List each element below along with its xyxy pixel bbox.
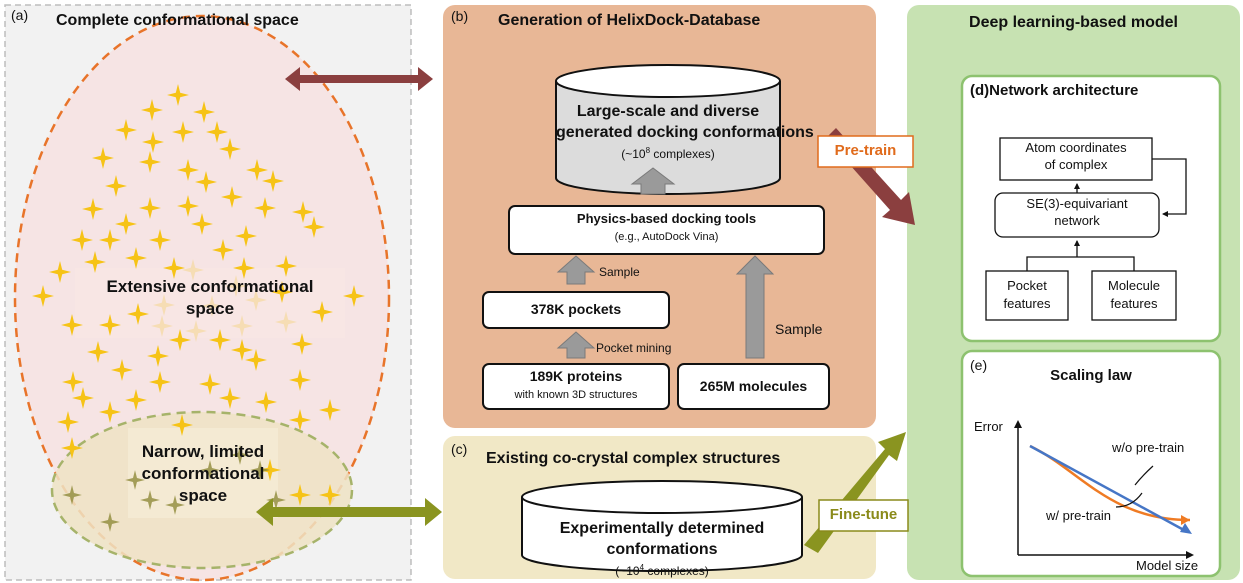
db-count-suffix: complexes) xyxy=(650,146,715,161)
molecule-features-label: Molecule features xyxy=(1092,277,1176,312)
pocket-mining-label: Pocket mining xyxy=(596,341,672,355)
pocket-line-1: Pocket xyxy=(1007,278,1047,293)
wo-pretrain-pointer xyxy=(1134,465,1154,486)
narrow-label-backdrop xyxy=(128,428,278,518)
database-count: (~108 complexes) xyxy=(556,146,780,163)
pockets-to-tools-arrow xyxy=(556,255,596,285)
extensive-line-1: Extensive conformational xyxy=(106,277,314,296)
narrow-line-3: space xyxy=(178,485,228,505)
panel-e-title: Scaling law xyxy=(1050,367,1132,384)
docking-tools-title: Physics-based docking tools xyxy=(576,211,757,226)
molecules-to-tools-arrow xyxy=(735,255,775,359)
pocket-line-2: features xyxy=(1003,295,1051,311)
pockets-label: 378K pockets xyxy=(530,301,622,317)
panel-a-title: Complete conformational space xyxy=(56,12,299,29)
x-axis-label: Model size xyxy=(1136,558,1199,573)
wo-pretrain-arrowhead xyxy=(1181,515,1190,525)
se3-line-2: network xyxy=(1054,212,1100,228)
database-space-double-arrow xyxy=(285,67,433,91)
molecule-line-1: Molecule xyxy=(1107,278,1161,293)
docking-tools-subtitle: (e.g., AutoDock Vina) xyxy=(614,231,719,243)
finetune-label: Fine-tune xyxy=(829,506,898,523)
panel-c-letter: (c) xyxy=(451,441,468,457)
sample-label-right: Sample xyxy=(775,321,823,337)
panel-b-letter: (b) xyxy=(451,8,469,24)
panel-e-box xyxy=(960,349,1222,578)
pretrain-label: Pre-train xyxy=(834,142,897,159)
w-pretrain-pointer xyxy=(1115,492,1143,508)
narrow-space-label: Narrow, limited conformational space xyxy=(118,441,288,506)
atom-coordinates-label: Atom coordinates of complex xyxy=(1000,140,1152,174)
molecule-features-box xyxy=(1091,270,1177,321)
panel-c-title: Existing co-crystal complex structures xyxy=(486,450,781,467)
sample-label-left: Sample xyxy=(599,265,640,279)
database-cylinder-top xyxy=(555,64,781,98)
se3-line-1: SE(3)-equivariant xyxy=(1026,196,1128,211)
panel-e-letter: (e) xyxy=(970,357,988,373)
wo-pretrain-label: w/o pre-train xyxy=(1112,440,1185,455)
atom-coordinates-box xyxy=(999,137,1153,181)
experimental-label: Experimentally determined conformations … xyxy=(522,519,802,579)
model-title: Deep learning-based model xyxy=(969,14,1178,31)
atom-line-2: of complex xyxy=(1044,156,1108,172)
panel-d-title: (d)Network architecture xyxy=(970,82,1139,99)
w-pretrain-arrowhead xyxy=(1180,523,1192,534)
finetune-label-box xyxy=(818,499,909,532)
exp-count-exponent: 4 xyxy=(639,562,645,572)
docking-tools-box xyxy=(508,205,825,255)
panel-b-title: Generation of HelixDock-Database xyxy=(498,12,761,29)
pocket-features-label: Pocket features xyxy=(986,277,1068,312)
pretrain-label-box xyxy=(817,135,914,168)
experimental-count: (~104 complexes) xyxy=(522,563,802,580)
extensive-line-2: space xyxy=(185,299,235,319)
database-label: Large-scale and diverse generated dockin… xyxy=(556,102,814,163)
proteins-to-pockets-arrow xyxy=(556,331,596,359)
atom-line-1: Atom coordinates xyxy=(1025,140,1127,155)
extensive-space-label: Extensive conformational space xyxy=(80,276,340,320)
experimental-line-2: conformations xyxy=(606,540,718,558)
molecule-line-2: features xyxy=(1110,295,1158,311)
experimental-cylinder-top xyxy=(521,480,803,514)
experimental-cylinder-body xyxy=(521,497,803,572)
proteins-box xyxy=(482,363,670,410)
db-count-exponent: 8 xyxy=(645,145,651,155)
panel-a-letter: (a) xyxy=(11,7,29,23)
narrow-line-2: conformational xyxy=(141,463,265,483)
se3-network-label: SE(3)-equivariant network xyxy=(995,196,1159,230)
exp-count-suffix: complexes) xyxy=(644,563,709,578)
pockets-box xyxy=(482,291,670,329)
y-axis-label: Error xyxy=(974,419,1003,434)
molecules-box xyxy=(677,363,830,410)
narrow-line-1: Narrow, limited xyxy=(141,442,265,461)
database-cylinder-body xyxy=(555,81,781,195)
tools-to-db-arrow xyxy=(630,167,676,195)
network-connectors xyxy=(1026,158,1187,271)
database-line-1: Large-scale and diverse xyxy=(576,103,760,120)
experimental-line-1: Experimentally determined xyxy=(559,520,765,537)
w-pretrain-label: w/ pre-train xyxy=(1046,508,1112,523)
w-pretrain-line xyxy=(1029,444,1183,531)
exp-count-prefix: (~10 xyxy=(615,563,640,578)
database-line-2: generated docking conformations xyxy=(556,123,814,141)
proteins-subtitle: with known 3D structures xyxy=(514,389,638,401)
db-count-prefix: (~10 xyxy=(621,146,646,161)
molecules-label: 265M molecules xyxy=(699,378,808,394)
proteins-title: 189K proteins xyxy=(529,368,623,384)
pocket-features-box xyxy=(985,270,1069,321)
crystal-space-double-arrow xyxy=(256,498,442,526)
